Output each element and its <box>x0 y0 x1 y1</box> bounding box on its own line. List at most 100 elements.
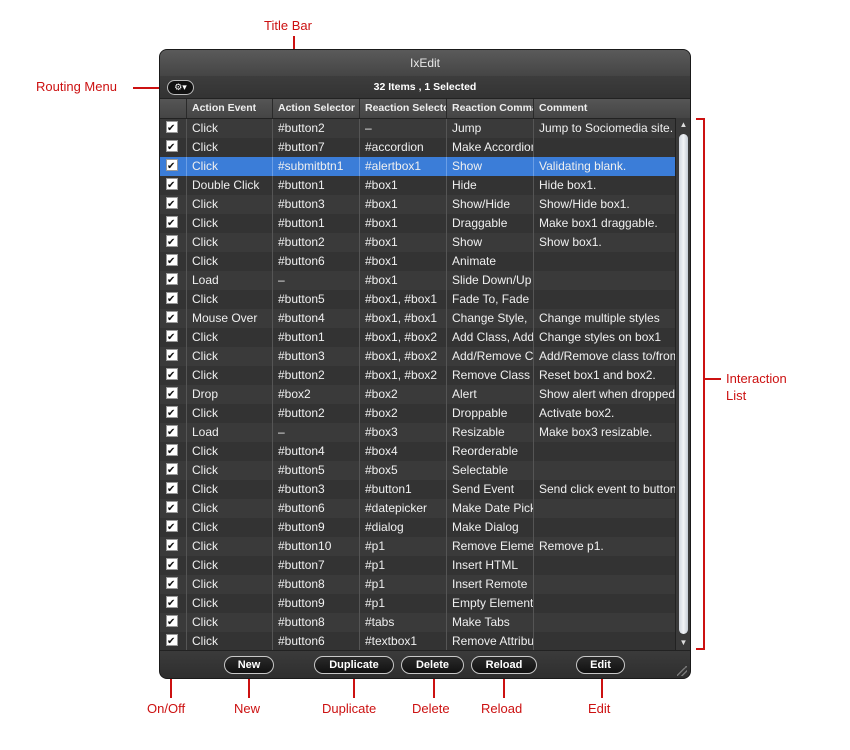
row-enabled-cell <box>160 499 187 518</box>
enabled-checkbox[interactable] <box>166 233 178 252</box>
column-header-action-selector[interactable]: Action Selector <box>273 99 360 118</box>
enabled-checkbox[interactable] <box>166 271 178 290</box>
enabled-checkbox[interactable] <box>166 404 178 423</box>
reaction-selector-cell: #box2 <box>360 404 447 423</box>
column-header-reaction-command[interactable]: Reaction Command <box>447 99 534 118</box>
new-button[interactable]: New <box>224 656 274 674</box>
enabled-checkbox[interactable] <box>166 594 178 613</box>
enabled-checkbox[interactable] <box>166 119 178 138</box>
reaction-command-cell: Resizable <box>447 423 534 442</box>
action-event-cell: Click <box>187 347 273 366</box>
interaction-list-bracket-top <box>696 118 705 120</box>
edit-button[interactable]: Edit <box>576 656 625 674</box>
action-event-cell: Load <box>187 271 273 290</box>
reload-button[interactable]: Reload <box>471 656 537 674</box>
enabled-checkbox[interactable] <box>166 290 178 309</box>
enabled-checkbox[interactable] <box>166 480 178 499</box>
enabled-checkbox[interactable] <box>166 309 178 328</box>
enabled-checkbox[interactable] <box>166 442 178 461</box>
routing-menu-annotation: Routing Menu <box>36 79 117 94</box>
comment-cell: Reset box1 and box2. <box>539 368 656 382</box>
column-header-reaction-selector[interactable]: Reaction Selector <box>360 99 447 118</box>
table-row[interactable]: Click#submitbtn1#alertbox1ShowValidating… <box>160 157 675 176</box>
enabled-checkbox[interactable] <box>166 157 178 176</box>
enabled-checkbox[interactable] <box>166 423 178 442</box>
reaction-selector-cell: #tabs <box>360 613 447 632</box>
scroll-down-arrow-icon[interactable]: ▼ <box>679 638 688 647</box>
row-enabled-cell <box>160 632 187 651</box>
routing-menu-button[interactable]: ⚙▾ <box>167 80 194 95</box>
row-enabled-cell <box>160 461 187 480</box>
enabled-checkbox[interactable] <box>166 518 178 537</box>
action-event-cell: Click <box>187 214 273 233</box>
action-event-cell: Click <box>187 556 273 575</box>
action-event-cell: Click <box>187 575 273 594</box>
reaction-command-cell: Show <box>447 157 534 176</box>
enabled-checkbox[interactable] <box>166 138 178 157</box>
reaction-selector-cell: #box1 <box>360 214 447 233</box>
comment-cell <box>534 499 675 518</box>
action-selector-cell: #button1 <box>273 214 360 233</box>
enabled-checkbox[interactable] <box>166 613 178 632</box>
enabled-checkbox[interactable] <box>166 499 178 518</box>
enabled-checkbox[interactable] <box>166 347 178 366</box>
column-header-enabled[interactable] <box>160 99 187 118</box>
action-selector-cell: #button6 <box>273 252 360 271</box>
enabled-checkbox[interactable] <box>166 195 178 214</box>
enabled-checkbox[interactable] <box>166 461 178 480</box>
comment-cell: Change styles on box1 <box>539 330 662 344</box>
reaction-command-cell: Add/Remove Class <box>447 347 534 366</box>
resize-grip-icon[interactable] <box>677 666 687 676</box>
scrollbar-thumb[interactable] <box>679 134 688 634</box>
enabled-checkbox[interactable] <box>166 632 178 651</box>
enabled-checkbox[interactable] <box>166 328 178 347</box>
enabled-checkbox[interactable] <box>166 366 178 385</box>
enabled-checkbox[interactable] <box>166 176 178 195</box>
enabled-checkbox[interactable] <box>166 385 178 404</box>
enabled-checkbox[interactable] <box>166 575 178 594</box>
column-header-action-event[interactable]: Action Event <box>187 99 273 118</box>
comment-cell <box>534 518 675 537</box>
enabled-checkbox[interactable] <box>166 214 178 233</box>
row-enabled-cell <box>160 537 187 556</box>
enabled-checkbox[interactable] <box>166 252 178 271</box>
title-bar[interactable]: IxEdit <box>160 50 690 76</box>
column-header-comment[interactable]: Comment <box>539 102 588 114</box>
enabled-checkbox[interactable] <box>166 537 178 556</box>
enabled-checkbox[interactable] <box>166 556 178 575</box>
action-selector-cell: #button1 <box>273 328 360 347</box>
vertical-scrollbar[interactable]: ▲ ▼ <box>675 118 690 650</box>
scroll-up-arrow-icon[interactable]: ▲ <box>679 120 688 129</box>
duplicate-button[interactable]: Duplicate <box>314 656 394 674</box>
delete-button[interactable]: Delete <box>401 656 464 674</box>
reaction-command-cell: Make Date Picker <box>447 499 534 518</box>
